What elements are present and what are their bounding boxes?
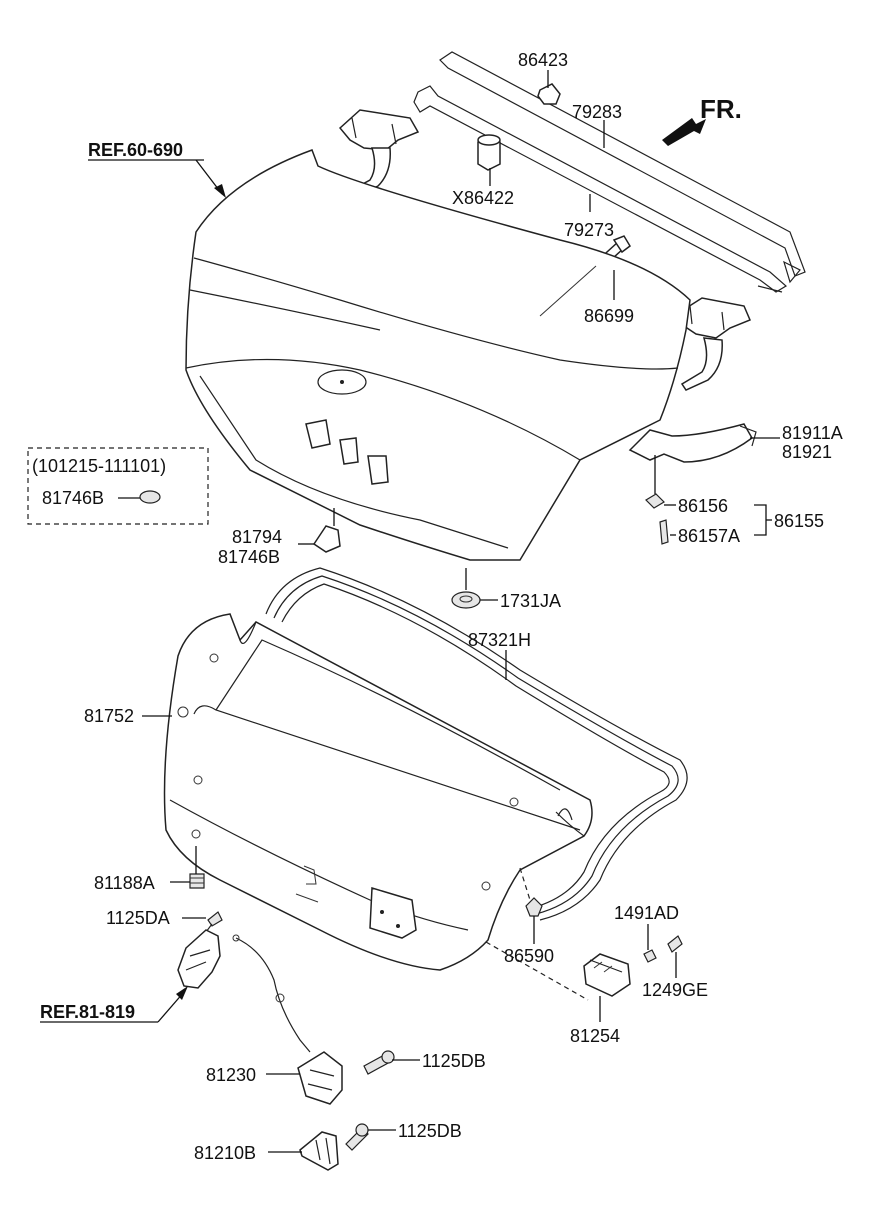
trunk-lid-gas-lift [628,423,757,463]
part-label-86157a: 86157A [678,526,740,546]
part-label-81254: 81254 [570,1026,620,1046]
trunk-lid-trim-panel [163,613,593,971]
date-range-part-label: 81746B [42,488,104,508]
part-label-86156: 86156 [678,496,728,516]
release-cable [232,934,311,1053]
front-arrow-icon [662,118,706,146]
part-label-1125db-upper: 1125DB [422,1051,486,1071]
part-label-86423: 86423 [518,50,568,70]
part-label-1125db-lower: 1125DB [398,1121,462,1141]
front-direction-indicator: FR. [662,94,742,146]
grommet-icon [139,490,161,504]
fastener-86156 [645,493,665,509]
ref-60-690-label: REF.60-690 [88,140,183,160]
part-label-1491ad: 1491AD [614,903,679,923]
date-range-box: (101215-111101) 81746B [27,447,209,525]
part-label-87321h: 87321H [468,630,531,650]
torsion-bar-79283 [439,51,806,284]
weatherstrip-87321H [265,567,688,921]
part-label-81188a: 81188A [94,873,155,893]
part-label-86155: 86155 [774,511,824,531]
trunk-opener-switch-81254 [583,953,631,997]
bumper-x86422 [477,134,501,171]
hinge-left [338,109,420,199]
ref-81-819-label: REF.81-819 [40,1002,135,1022]
clip-86423 [537,83,561,105]
release-actuator-81230 [297,1051,343,1105]
part-label-1125da: 1125DA [106,908,170,928]
part-label-1731ja: 1731JA [500,591,561,611]
part-label-81921: 81921 [782,442,832,462]
torsion-bar-79273 [413,85,788,293]
bracket-81794 [312,525,341,553]
bolt-1125DB-lower [345,1123,369,1151]
direction-label: FR. [700,94,742,124]
part-label-1249ge: 1249GE [642,980,708,1000]
part-label-x86422: X86422 [452,188,514,208]
part-label-86590: 86590 [504,946,554,966]
part-label-81210b: 81210B [194,1143,256,1163]
bolt-1125DB-upper [363,1050,395,1075]
date-range-label: (101215-111101) [32,456,166,476]
part-label-81746b: 81746B [218,547,280,567]
trunk-lid-panel [185,149,691,561]
part-label-79273: 79273 [564,220,614,240]
part-label-81911a: 81911A [782,423,843,443]
nut-1491AD [643,949,657,963]
part-label-79283: 79283 [572,102,622,122]
part-label-81230: 81230 [206,1065,256,1085]
trunk-lid-latch [177,929,221,989]
bolt-1249GE [667,935,683,953]
part-label-81752: 81752 [84,706,134,726]
ref-81-819-callout: REF.81-819 [40,986,188,1023]
hinge-right [679,297,751,391]
stopper-81188A [189,873,205,889]
grommet-1731JA [451,591,481,609]
part-label-81794: 81794 [232,527,282,547]
part-label-86699: 86699 [584,306,634,326]
pin-86157A [659,519,669,545]
striker-81210B [299,1131,339,1171]
ref-60-690-callout: REF.60-690 [88,140,226,198]
clip-86590 [525,897,543,917]
